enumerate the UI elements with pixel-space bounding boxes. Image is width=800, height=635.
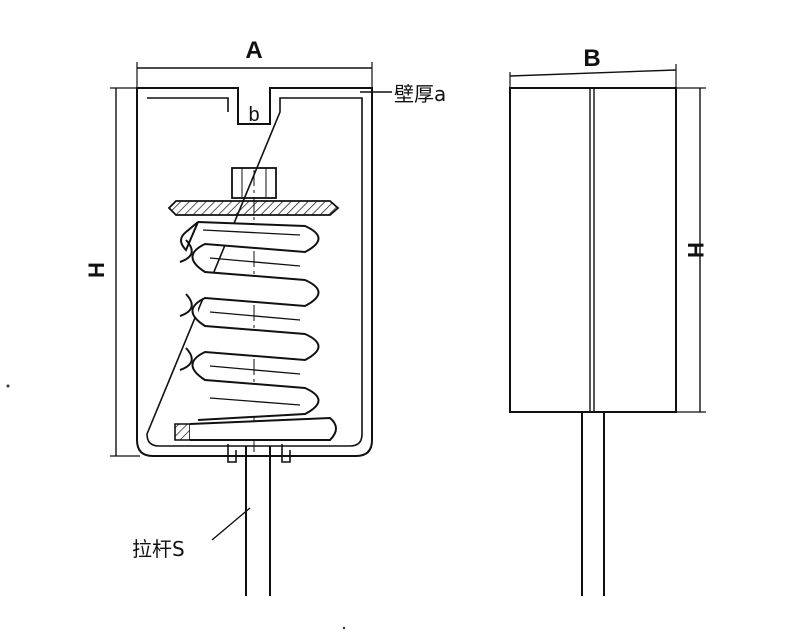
front-view: A b 壁厚a H xyxy=(84,37,446,596)
side-view: B H xyxy=(509,45,708,596)
housing-outer xyxy=(136,87,373,457)
rod-leader: 拉杆S xyxy=(132,507,251,561)
speck xyxy=(6,384,10,388)
wall-thickness-label: 壁厚a xyxy=(394,82,446,106)
speck xyxy=(342,626,346,630)
bottom-coil xyxy=(189,416,337,441)
slot-b-label: b xyxy=(248,104,259,126)
wall-thickness-leader: 壁厚a xyxy=(360,82,446,106)
housing-side xyxy=(509,87,677,413)
dimension-h-left: H xyxy=(84,87,140,457)
spring-seat-plate xyxy=(167,200,340,216)
adjusting-nut xyxy=(231,167,277,199)
dimension-b-label: B xyxy=(583,45,600,72)
side-pull-rod xyxy=(581,412,605,596)
bottom-spring-seat xyxy=(174,423,191,441)
dimension-h-left-label: H xyxy=(84,262,109,278)
dimension-b: B xyxy=(509,45,677,92)
bottom-clips xyxy=(227,444,291,463)
housing-inner xyxy=(146,97,363,447)
pull-rod xyxy=(245,446,271,596)
rod-label: 拉杆S xyxy=(132,537,185,561)
dimension-h-right: H xyxy=(674,87,708,413)
dimension-a-label: A xyxy=(245,37,262,64)
dimension-h-right-label: H xyxy=(683,242,708,258)
dimension-a: A xyxy=(136,37,373,90)
coil-spring xyxy=(179,221,320,421)
